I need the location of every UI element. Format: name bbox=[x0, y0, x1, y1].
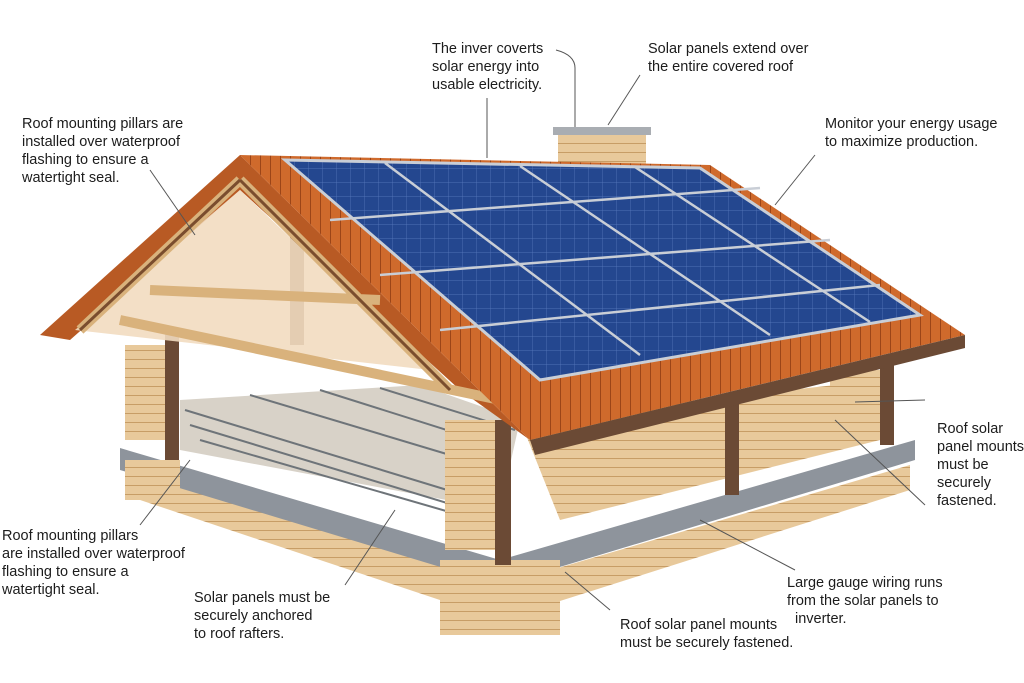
callout-line: flashing to ensure a bbox=[2, 564, 129, 580]
callout-mounts-bottom: Roof solar panel mounts must be securely… bbox=[620, 616, 793, 652]
solar-panel-array bbox=[280, 158, 924, 382]
callout-panels-extend: Solar panels extend over the entire cove… bbox=[648, 40, 808, 76]
callout-line: securely anchored bbox=[194, 608, 313, 624]
callout-pillars-top: Roof mounting pillars are installed over… bbox=[22, 115, 183, 187]
callout-line: Roof mounting pillars are bbox=[22, 116, 184, 132]
callout-line: panel mounts bbox=[937, 439, 1024, 455]
callout-pillars-bottom: Roof mounting pillars are installed over… bbox=[2, 527, 185, 599]
callout-anchored: Solar panels must be securely anchored t… bbox=[194, 589, 330, 643]
callout-line: The inver coverts bbox=[432, 41, 544, 57]
callout-line: must be securely fastened. bbox=[620, 635, 794, 651]
roof-plane bbox=[240, 155, 965, 455]
callout-line: Roof solar panel mounts bbox=[620, 617, 778, 633]
callout-line: watertight seal. bbox=[2, 582, 100, 598]
callout-line: Solar panels extend over bbox=[648, 41, 809, 57]
callout-line: must be bbox=[937, 457, 989, 473]
gable-rafters bbox=[40, 155, 530, 440]
callout-line: solar energy into bbox=[432, 59, 540, 75]
callout-line: from the solar panels to bbox=[787, 593, 939, 609]
callout-monitor: Monitor your energy usage to maximize pr… bbox=[825, 115, 998, 151]
foundation bbox=[120, 440, 915, 635]
leader-lines bbox=[139, 49, 926, 611]
callout-line: Large gauge wiring runs bbox=[787, 575, 943, 591]
callout-mounts-right: Roof solar panel mounts must be securely… bbox=[937, 420, 1024, 510]
callout-line: Roof mounting pillars bbox=[2, 528, 139, 544]
callout-line: installed over waterproof bbox=[22, 134, 180, 150]
pillars bbox=[125, 225, 894, 565]
callout-line: inverter. bbox=[795, 611, 847, 627]
callout-line: Monitor your energy usage bbox=[825, 116, 998, 132]
callout-inverter: The inver coverts solar energy into usab… bbox=[432, 40, 543, 94]
callout-line: usable electricity. bbox=[432, 77, 543, 93]
callout-line: the entire covered roof bbox=[648, 59, 794, 75]
callout-line: to maximize production. bbox=[825, 134, 979, 150]
callout-line: watertight seal. bbox=[22, 170, 120, 186]
callout-line: fastened. bbox=[937, 493, 997, 509]
callout-line: flashing to ensure a bbox=[22, 152, 149, 168]
callout-wiring: Large gauge wiring runs from the solar p… bbox=[787, 574, 943, 628]
callout-line: Roof solar bbox=[937, 421, 1004, 437]
panel-frames bbox=[329, 162, 881, 356]
callout-line: are installed over waterproof bbox=[2, 546, 185, 562]
callout-line: to roof rafters. bbox=[194, 626, 285, 642]
callout-line: securely bbox=[937, 475, 991, 491]
chimney bbox=[553, 127, 651, 164]
callout-line: Solar panels must be bbox=[194, 590, 331, 606]
